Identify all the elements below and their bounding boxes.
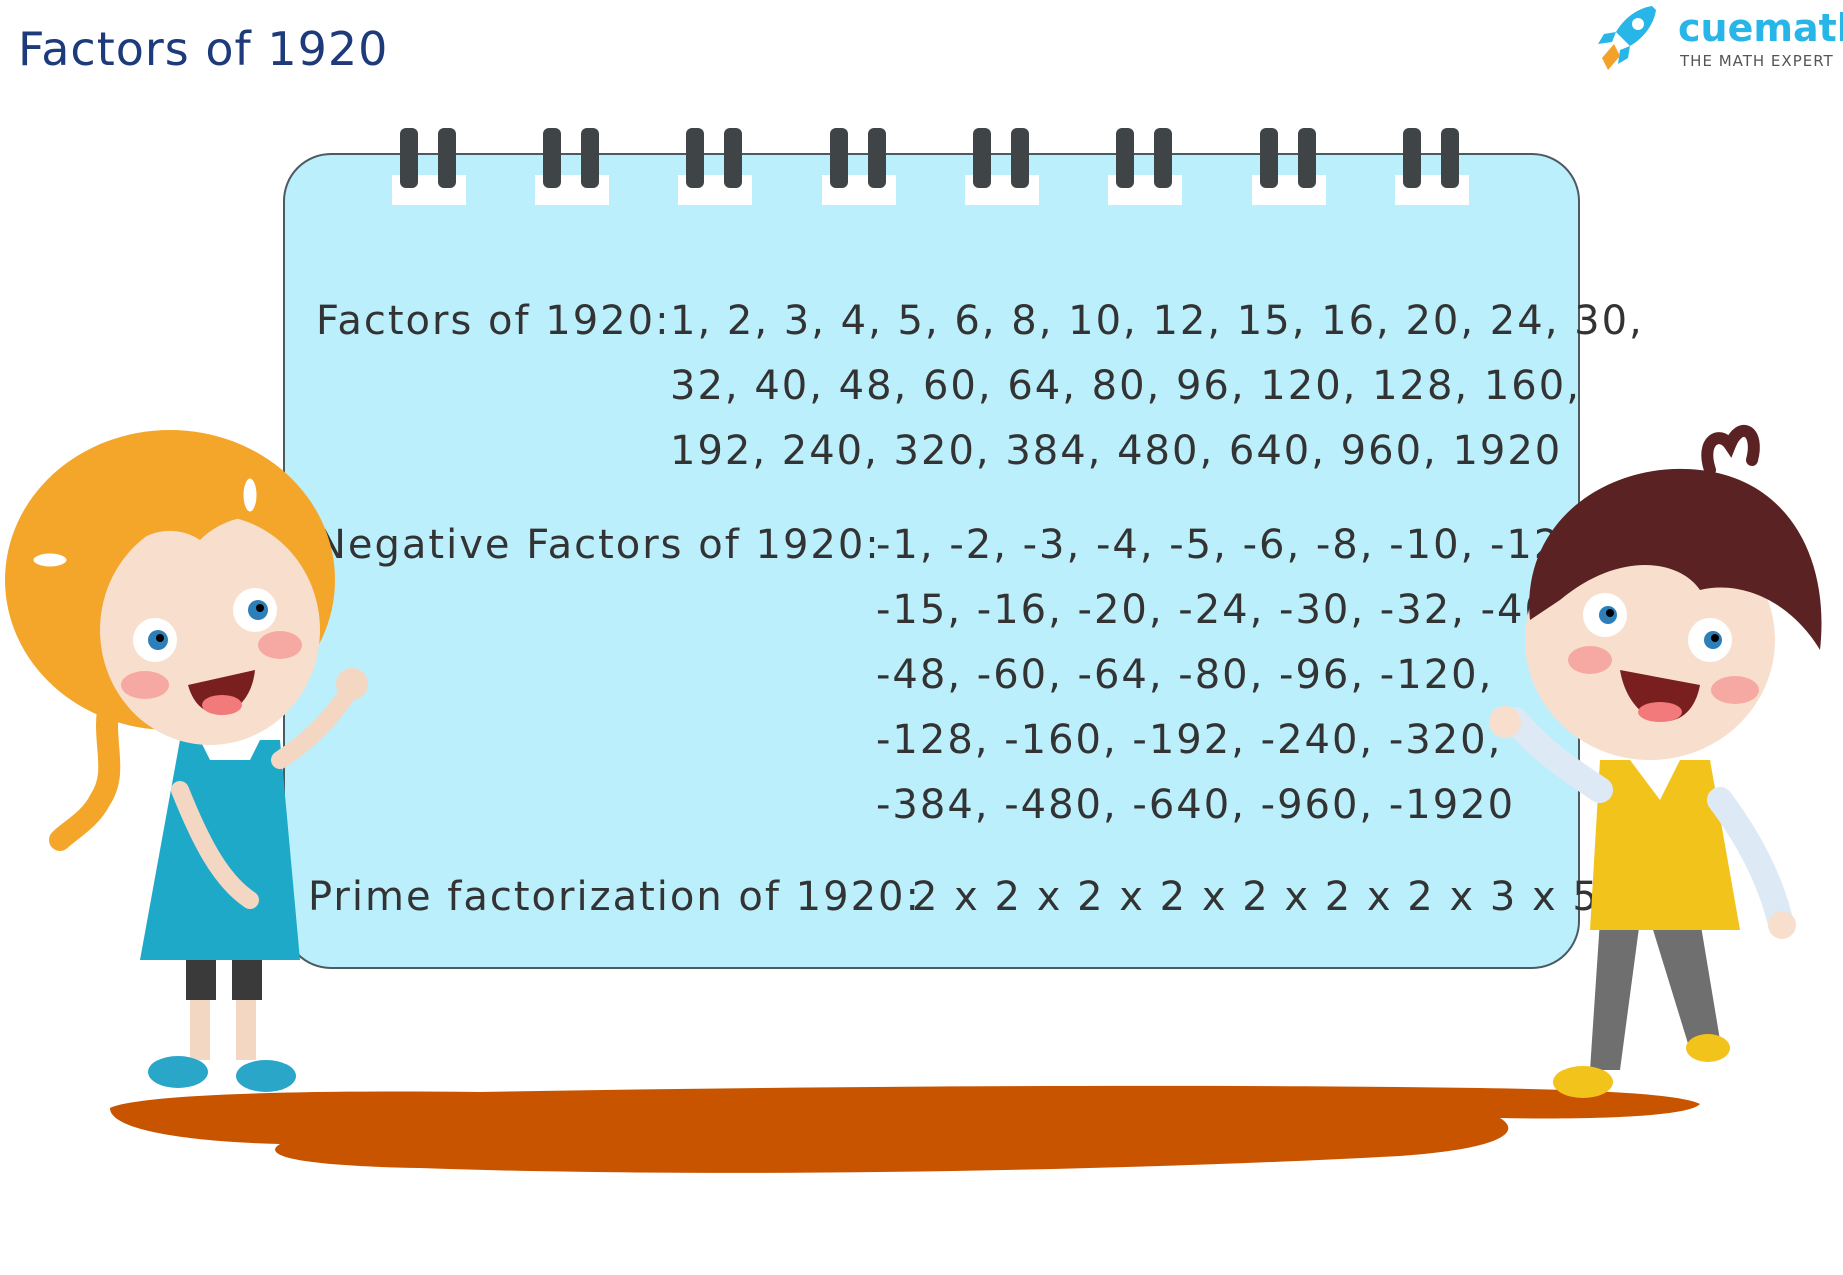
binding-ring-2 (535, 128, 609, 205)
logo-tagline: THE MATH EXPERT (1680, 52, 1834, 70)
binding-ring-1 (392, 128, 466, 205)
prime-factorization-label: Prime factorization of 1920: (308, 874, 921, 920)
negative-factors-label: Negative Factors of 1920: (316, 522, 881, 568)
binding-ring-5 (965, 128, 1039, 205)
binding-ring-4 (822, 128, 896, 205)
binding-ring-7 (1252, 128, 1326, 205)
binding-ring-3 (678, 128, 752, 205)
factors-line: 1, 2, 3, 4, 5, 6, 8, 10, 12, 15, 16, 20,… (670, 298, 1644, 344)
rocket-icon (1598, 6, 1656, 70)
binding-ring-8 (1395, 128, 1469, 205)
logo-name: cuemath (1678, 6, 1843, 50)
page-title: Factors of 1920 (18, 22, 389, 76)
negative-factors-line: -128, -160, -192, -240, -320, (876, 717, 1503, 763)
cuemath-logo: cuemath THE MATH EXPERT (1590, 0, 1843, 80)
negative-factors-line: -48, -60, -64, -80, -96, -120, (876, 652, 1494, 698)
notepad-board (283, 153, 1580, 969)
negative-factors-line: -384, -480, -640, -960, -1920 (876, 782, 1516, 828)
factors-label: Factors of 1920: (316, 298, 671, 344)
binding-ring-6 (1108, 128, 1182, 205)
factors-line: 32, 40, 48, 60, 64, 80, 96, 120, 128, 16… (670, 363, 1581, 409)
negative-factors-line: -15, -16, -20, -24, -30, -32, -40, (876, 587, 1567, 633)
factors-line: 192, 240, 320, 384, 480, 640, 960, 1920 (670, 428, 1563, 474)
